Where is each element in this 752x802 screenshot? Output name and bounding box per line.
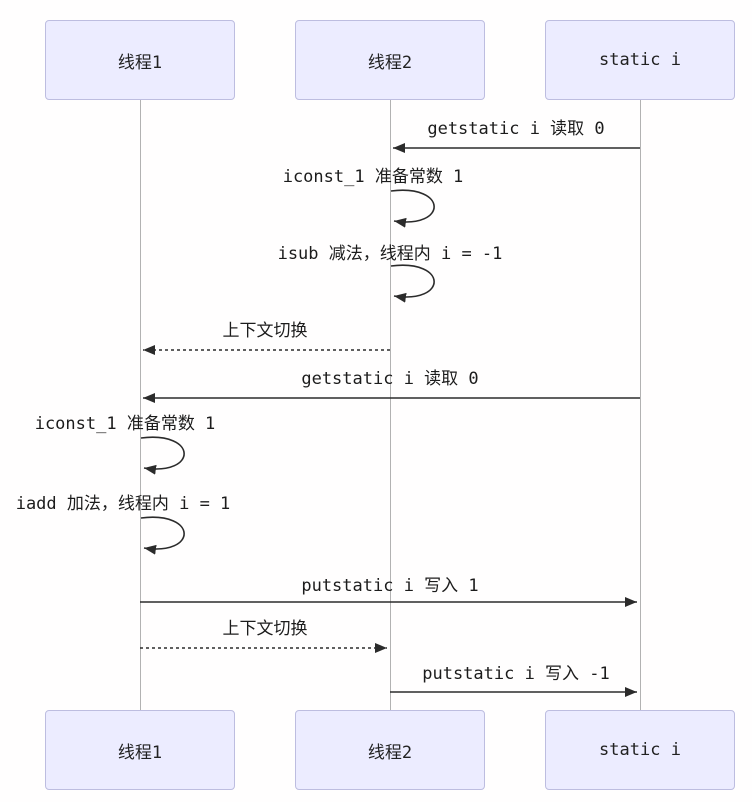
participant-label: 线程2 <box>367 742 413 763</box>
participant-label: static i <box>599 740 681 760</box>
participant-static-i-bottom: static i <box>545 710 735 790</box>
message-label-5: getstatic i 读取 0 <box>301 369 479 389</box>
lifeline-thread2 <box>390 100 391 710</box>
participant-label: 线程2 <box>367 52 413 73</box>
message-label-2: iconst_1 准备常数 1 <box>282 167 464 187</box>
message-label-7: iadd 加法，线程内 i = 1 <box>15 494 231 514</box>
message-label-3: isub 减法，线程内 i = -1 <box>277 244 503 264</box>
self-loop-msg-2 <box>390 189 435 228</box>
participant-thread2-top: 线程2 <box>295 20 485 100</box>
message-label-9: 上下文切换 <box>222 619 308 639</box>
message-label-6: iconst_1 准备常数 1 <box>34 414 216 434</box>
participant-static-i-top: static i <box>545 20 735 100</box>
self-loop-msg-7 <box>140 516 185 555</box>
message-label-1: getstatic i 读取 0 <box>427 119 605 139</box>
participant-thread2-bottom: 线程2 <box>295 710 485 790</box>
message-label-4: 上下文切换 <box>222 321 308 341</box>
message-label-8: putstatic i 写入 1 <box>301 576 479 596</box>
participant-label: 线程1 <box>117 52 163 73</box>
lifeline-thread1 <box>140 100 141 710</box>
lifeline-static-i <box>640 100 641 710</box>
participant-thread1-bottom: 线程1 <box>45 710 235 790</box>
self-loop-msg-6 <box>140 436 185 475</box>
participant-label: 线程1 <box>117 742 163 763</box>
participant-thread1-top: 线程1 <box>45 20 235 100</box>
self-loop-msg-3 <box>390 264 435 303</box>
participant-label: static i <box>599 50 681 70</box>
message-label-10: putstatic i 写入 -1 <box>422 664 610 684</box>
